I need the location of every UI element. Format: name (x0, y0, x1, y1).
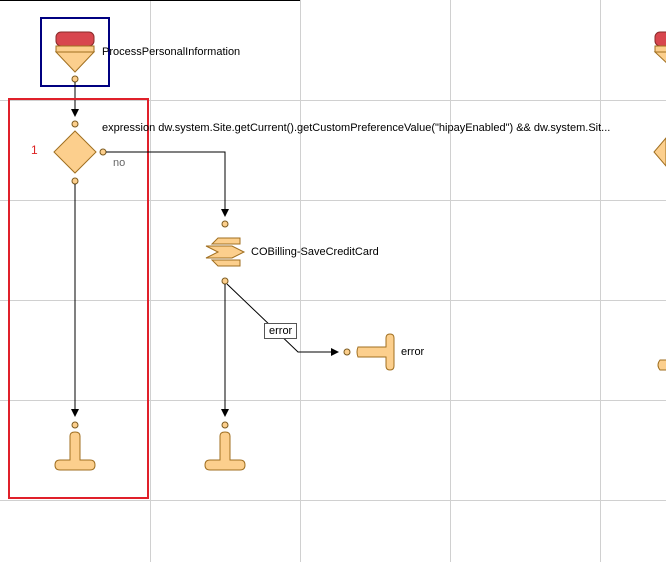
decision-no-label: no (113, 157, 126, 169)
call-out-port[interactable] (221, 277, 229, 285)
edge-call-error[interactable] (226, 283, 339, 356)
highlight-marker-number: 1 (31, 143, 38, 157)
end-2-in-port[interactable] (221, 421, 229, 429)
end-node-icon[interactable] (54, 431, 96, 471)
start-port[interactable] (71, 75, 79, 83)
start-node-label: ProcessPersonalInformation (102, 46, 241, 58)
error-end-label: error (401, 346, 425, 358)
end-1-in-port[interactable] (71, 421, 79, 429)
offscreen-start-node-icon[interactable] (653, 31, 666, 68)
start-node-icon (54, 31, 96, 73)
call-in-port[interactable] (221, 220, 229, 228)
decision-yes-port[interactable] (71, 177, 79, 185)
decision-expression-label: expression dw.system.Site.getCurrent().g… (102, 122, 611, 134)
decision-no-port[interactable] (99, 148, 107, 156)
end-node-icon[interactable] (204, 431, 246, 471)
error-end-in-port[interactable] (343, 348, 351, 356)
offscreen-end-node-icon[interactable] (657, 359, 666, 371)
decision-in-port[interactable] (71, 120, 79, 128)
call-node-label: COBilling-SaveCreditCard (251, 246, 379, 258)
edge-decision-no-to-call[interactable] (106, 151, 229, 217)
error-end-node-icon[interactable] (356, 333, 395, 371)
offscreen-decision-node-icon[interactable] (653, 137, 666, 167)
call-node-icon[interactable] (205, 237, 246, 267)
highlight-box (8, 98, 149, 499)
error-transition-label[interactable]: error (264, 323, 298, 339)
decision-node-icon[interactable] (53, 130, 97, 174)
